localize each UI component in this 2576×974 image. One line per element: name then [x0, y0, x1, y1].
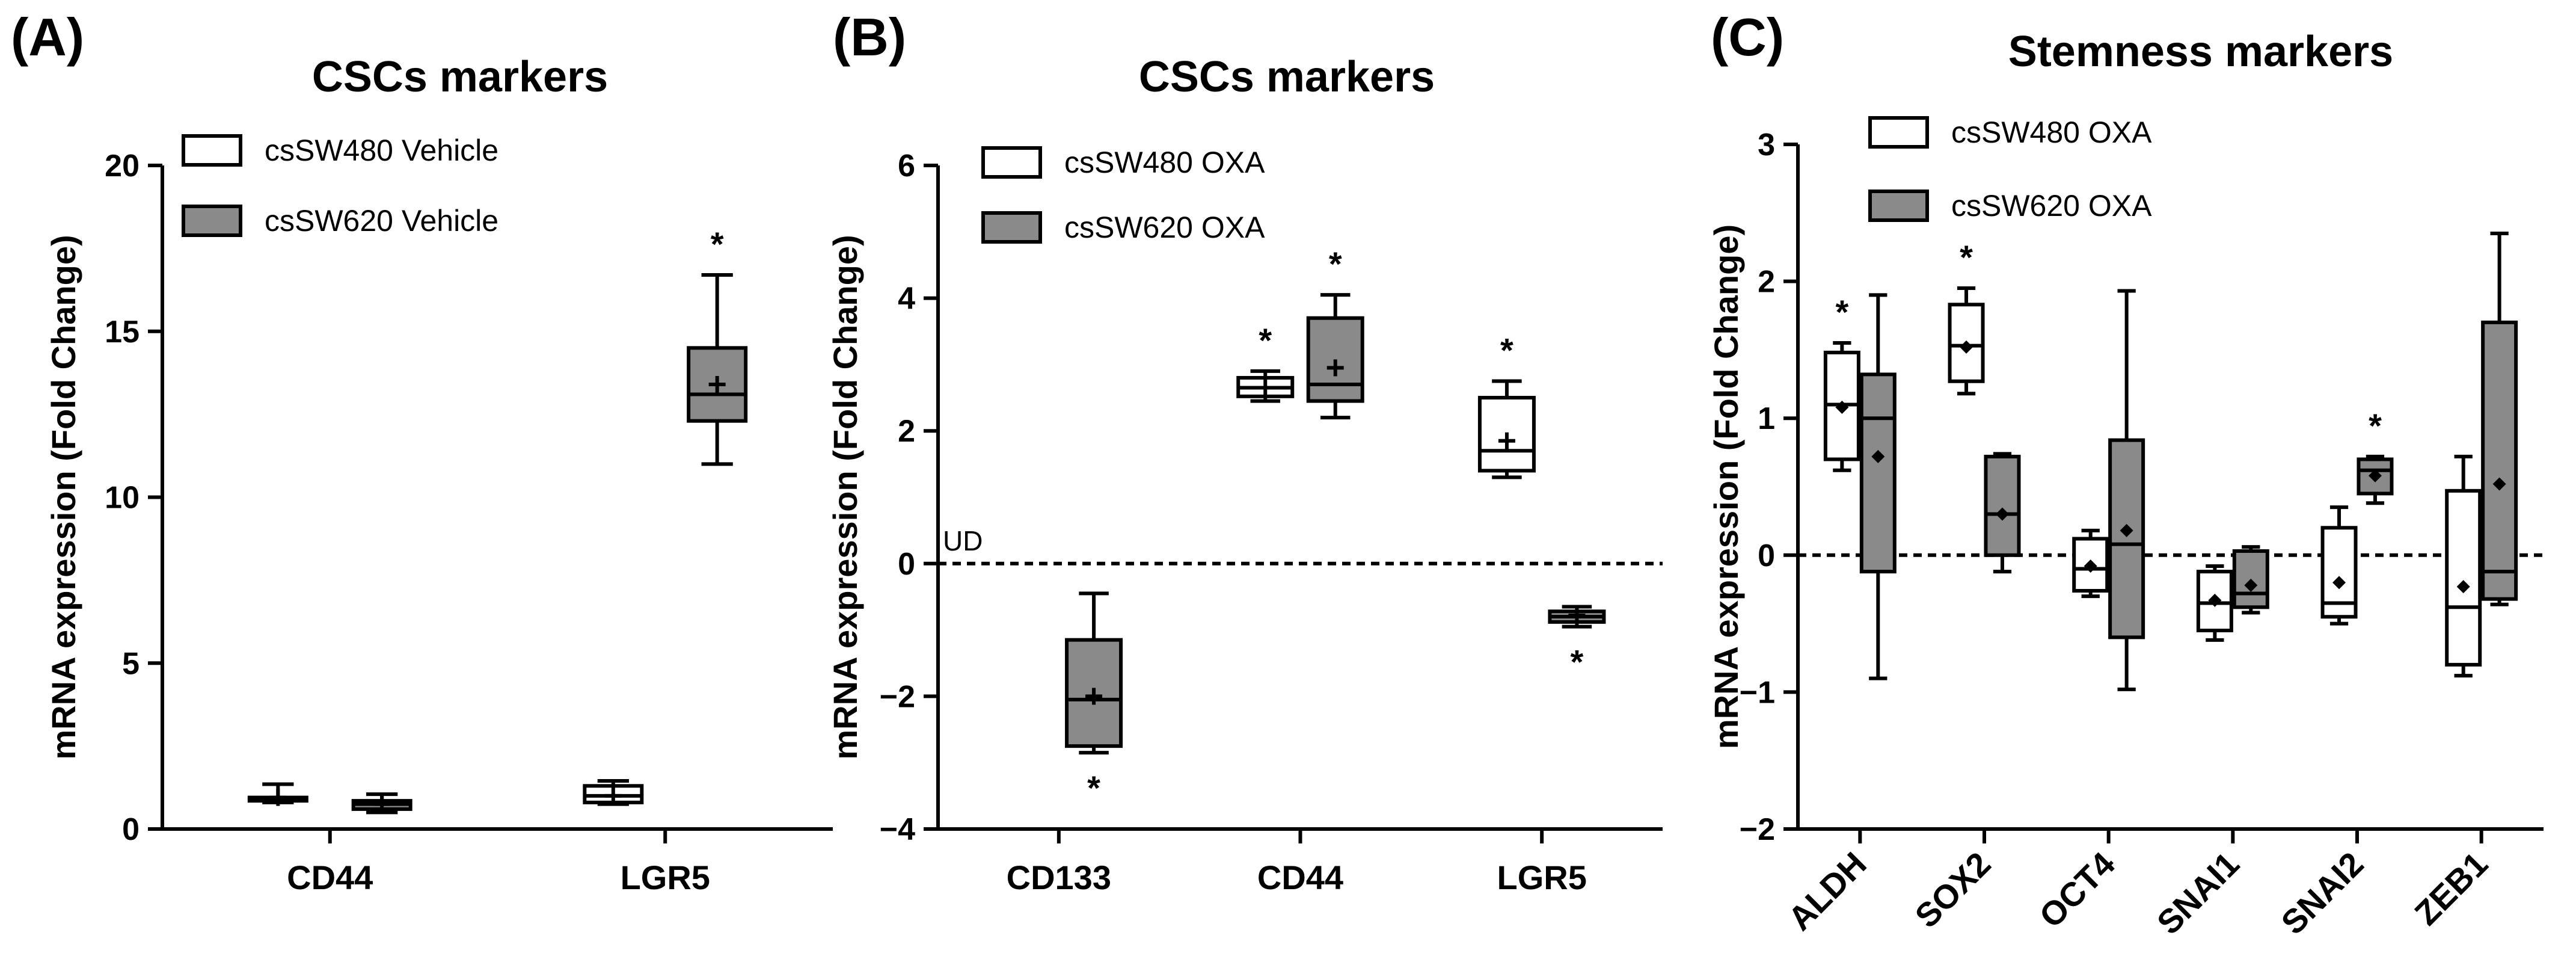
- box-cssw480-vehicle-cd44: [247, 782, 308, 806]
- chart-panel-2: (B) CSCs markers −4 −2 0 2 4 6 mRNA expression (…: [826, 7, 1663, 896]
- legend-label: csSW480 OXA: [1951, 116, 2152, 149]
- significance-marker: *: [1087, 769, 1100, 807]
- box-cssw620-vehicle-lgr5: *: [687, 225, 748, 466]
- box-iqr: [2108, 438, 2145, 640]
- box-iqr: [2445, 489, 2482, 667]
- box-cssw620-oxa-cd44: *: [1306, 245, 1364, 420]
- significance-marker: *: [1259, 321, 1272, 359]
- box-cssw620-oxa-sox2: [1984, 452, 2021, 574]
- y-axis-label: mRNA expression (Fold Change): [826, 235, 864, 759]
- x-category-label: CD133: [1007, 858, 1111, 896]
- mean-marker: [2492, 477, 2506, 491]
- box-cssw620-oxa-snai1: [2232, 545, 2269, 615]
- panel-label: (B): [833, 7, 906, 67]
- y-tick-label: 10: [105, 481, 140, 516]
- box-cssw480-vehicle-lgr5: [583, 779, 644, 806]
- box-cssw480-oxa-cd44: *: [1236, 321, 1295, 403]
- y-axis-label: mRNA expression (Fold Change): [1707, 224, 1745, 749]
- box-iqr: [2196, 570, 2233, 632]
- legend-label: csSW620 Vehicle: [265, 204, 498, 238]
- legend-swatch: [182, 205, 242, 237]
- chart-title: CSCs markers: [1139, 53, 1435, 101]
- mean-marker: [1871, 449, 1885, 463]
- box-cssw620-oxa-oct4: [2108, 289, 2145, 691]
- panel-label: (A): [11, 7, 84, 67]
- x-category-label: LGR5: [1497, 858, 1586, 896]
- mean-marker: [2332, 576, 2346, 590]
- significance-marker: *: [1571, 643, 1584, 681]
- mean-marker: [1835, 400, 1849, 414]
- panel-label: (C): [1711, 7, 1784, 67]
- box-iqr: [2481, 320, 2518, 601]
- legend-swatch: [981, 211, 1042, 244]
- box-cssw620-oxa-aldh: [1859, 293, 1897, 680]
- y-tick-label: −1: [1740, 675, 1775, 710]
- box-cssw480-oxa-sox2: *: [1948, 238, 1985, 396]
- box-cssw480-oxa-snai1: [2196, 564, 2233, 642]
- y-tick-label: −2: [880, 679, 915, 714]
- box-iqr: [1984, 454, 2021, 557]
- box-iqr: [1065, 638, 1123, 748]
- y-tick-label: 0: [1758, 538, 1775, 573]
- significance-marker: *: [1500, 331, 1513, 369]
- box-cssw620-vehicle-cd44: [351, 792, 412, 815]
- y-tick-label: 0: [898, 547, 915, 582]
- y-tick-label: 3: [1758, 128, 1775, 162]
- box-iqr: [1948, 303, 1985, 383]
- chart-title: CSCs markers: [312, 53, 608, 101]
- chart-panel-3: (C) Stemness markers −2 −1 0 1 2 3 mRNA expressi…: [1707, 7, 2544, 942]
- legend-swatch: [981, 146, 1042, 179]
- box-cssw480-oxa-oct4: [2072, 528, 2109, 599]
- mean-marker: [2084, 559, 2097, 573]
- y-tick-label: 20: [105, 149, 140, 183]
- legend-swatch: [1868, 116, 1929, 149]
- box-cssw480-oxa-snai2: [2320, 505, 2358, 626]
- y-tick-label: 2: [1758, 265, 1775, 300]
- mean-marker: [1995, 507, 2009, 521]
- y-tick-label: 2: [898, 414, 915, 449]
- y-tick-label: 5: [122, 646, 140, 681]
- y-tick-label: 6: [898, 149, 915, 183]
- mean-marker: [2208, 593, 2222, 607]
- legend-swatch: [182, 134, 242, 167]
- y-tick-label: 1: [1758, 401, 1775, 436]
- mean-marker: [1960, 340, 1973, 354]
- mean-marker: [2244, 578, 2258, 592]
- box-cssw620-oxa-snai2: *: [2357, 407, 2394, 505]
- legend-label: csSW620 OXA: [1951, 189, 2152, 223]
- y-axis-label: mRNA expression (Fold Change): [44, 235, 82, 759]
- y-tick-label: 15: [105, 315, 140, 350]
- chart-panel-1: (A) CSCs markers 0 5 10 15 20 mRNA expression (…: [11, 7, 833, 896]
- legend-label: csSW620 OXA: [1064, 211, 1265, 244]
- significance-marker: *: [1960, 238, 1973, 276]
- x-category-label: CD44: [287, 858, 373, 896]
- x-category-label: LGR5: [621, 858, 710, 896]
- y-tick-label: 0: [122, 812, 140, 847]
- box-cssw480-oxa-lgr5: *: [1477, 331, 1536, 479]
- y-tick-label: −2: [1740, 812, 1775, 847]
- y-tick-label: 4: [898, 282, 915, 316]
- box-cssw480-oxa-zeb1: [2445, 454, 2482, 678]
- chart-title: Stemness markers: [2008, 28, 2393, 76]
- x-category-label: CD44: [1257, 858, 1343, 896]
- significance-marker: *: [1329, 245, 1342, 283]
- mean-marker: [2368, 469, 2382, 482]
- significance-marker: *: [2369, 407, 2382, 445]
- box-cssw480-oxa-aldh: *: [1823, 293, 1860, 472]
- significance-marker: *: [1835, 293, 1848, 331]
- box-iqr: [1859, 372, 1897, 574]
- box-cssw620-oxa-lgr5: *: [1548, 605, 1606, 681]
- mean-marker: [2456, 580, 2470, 594]
- reference-line-label: UD: [943, 525, 983, 556]
- box-cssw620-oxa-zeb1: [2481, 231, 2518, 606]
- legend-label: csSW480 OXA: [1064, 146, 1265, 179]
- y-tick-label: −4: [880, 812, 915, 847]
- box-cssw620-oxa-cd133: *: [1065, 591, 1123, 807]
- legend-swatch: [1868, 190, 1929, 222]
- significance-marker: *: [711, 225, 724, 263]
- legend-label: csSW480 Vehicle: [265, 134, 498, 167]
- mean-marker: [2120, 523, 2133, 537]
